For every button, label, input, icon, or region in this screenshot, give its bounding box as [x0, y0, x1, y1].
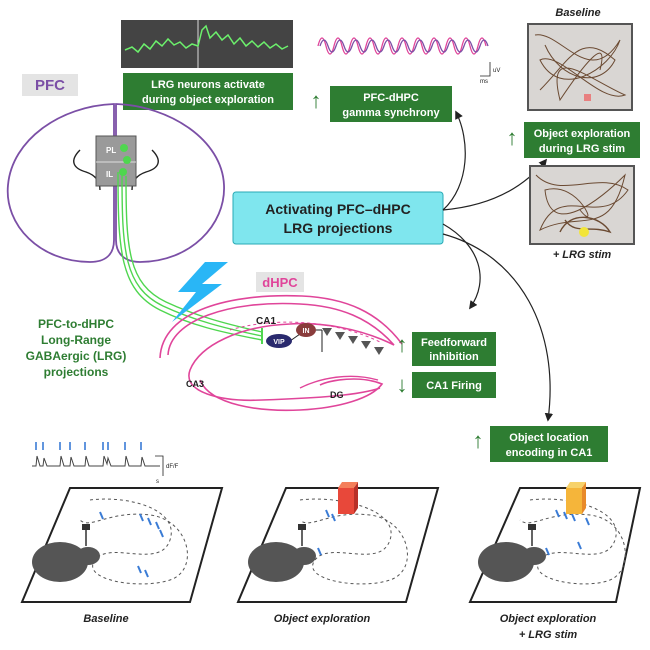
obj-stim-bottom-caption-1: Object exploration	[500, 613, 597, 625]
calcium-trace: dF/F s	[32, 442, 179, 485]
center-activation-box: Activating PFC–dHPC LRG projections	[232, 191, 444, 245]
lrg-stim-top-caption: + LRG stim	[553, 249, 612, 261]
svg-text:PFC-to-dHPC: PFC-to-dHPC	[38, 317, 114, 331]
svg-text:inhibition: inhibition	[429, 351, 479, 363]
down-arrow-icon: ↓	[397, 372, 408, 397]
center-line1: Activating PFC–dHPC	[265, 201, 410, 217]
baseline-top-caption: Baseline	[555, 7, 600, 19]
in-label: IN	[303, 328, 310, 335]
dhpc-label: dHPC	[256, 272, 304, 292]
bottom-arena-baseline	[20, 487, 224, 603]
dff-scale: dF/F	[166, 464, 179, 470]
obj-stim-bottom-caption-2: + LRG stim	[519, 629, 578, 641]
s-scale: s	[156, 479, 159, 485]
ca1-firing-box: ↓ CA1 Firing	[397, 372, 496, 398]
svg-text:Long-Range: Long-Range	[41, 333, 111, 347]
pfc-label: PFC	[22, 74, 78, 96]
svg-text:projections: projections	[44, 365, 109, 379]
svg-text:PFC-dHPC: PFC-dHPC	[363, 92, 419, 104]
svg-text:Feedforward: Feedforward	[421, 337, 487, 349]
up-arrow-icon: ↑	[397, 332, 408, 357]
lrg-activate-box: LRG neurons activate during object explo…	[123, 73, 293, 110]
svg-text:during LRG stim: during LRG stim	[539, 143, 625, 155]
center-line2: LRG projections	[284, 220, 393, 236]
svg-text:dHPC: dHPC	[262, 275, 298, 290]
pl-label: PL	[106, 146, 116, 155]
feedforward-box: ↑ Feedforward inhibition	[397, 332, 496, 366]
lrg-projection-label: PFC-to-dHPC Long-Range GABAergic (LRG) p…	[26, 317, 127, 379]
ca3-label: CA3	[186, 379, 204, 389]
il-label: IL	[106, 170, 113, 179]
obj-location-box: ↑ Object location encoding in CA1	[473, 426, 608, 462]
pfc-brain-section: PL IL	[6, 103, 225, 263]
up-arrow-icon: ↑	[473, 428, 484, 453]
svg-text:CA1 Firing: CA1 Firing	[426, 380, 482, 392]
baseline-arena	[527, 23, 633, 111]
object-exploration-caption: Object exploration	[274, 613, 371, 625]
lrg-projection-lines	[117, 171, 263, 344]
hippocampus-drawing: CA1 CA3 DG	[159, 294, 403, 412]
lrg-activity-trace	[121, 20, 293, 68]
svg-text:encoding in CA1: encoding in CA1	[506, 447, 593, 459]
lrg-stim-arena	[529, 165, 635, 245]
gamma-box: ↑ PFC-dHPC gamma synchrony	[311, 86, 452, 122]
stim-lightning-icon	[172, 262, 228, 322]
bottom-arena-object-stim	[468, 482, 642, 603]
up-arrow-icon: ↑	[311, 88, 322, 113]
svg-text:gamma synchrony: gamma synchrony	[342, 107, 440, 119]
vip-label: VIP	[273, 339, 285, 346]
obj-stim-box: ↑ Object exploration during LRG stim	[507, 122, 640, 158]
lrg-activate-line2: during object exploration	[142, 94, 274, 106]
svg-text:PFC: PFC	[35, 77, 65, 94]
dg-label: DG	[330, 390, 344, 400]
svg-text:GABAergic (LRG): GABAergic (LRG)	[26, 349, 127, 363]
uv-scale: uV	[493, 68, 500, 74]
svg-text:Object location: Object location	[509, 432, 589, 444]
svg-text:Object exploration: Object exploration	[534, 128, 631, 140]
gamma-synchrony-trace: uV ms	[317, 37, 500, 85]
ms-scale: ms	[480, 79, 488, 85]
baseline-bottom-caption: Baseline	[83, 613, 128, 625]
lrg-activate-line1: LRG neurons activate	[151, 79, 265, 91]
ca1-label: CA1	[256, 316, 276, 327]
interneuron-circuit: VIP IN	[266, 323, 322, 348]
bottom-arena-object	[236, 482, 440, 603]
up-arrow-icon: ↑	[507, 125, 518, 150]
